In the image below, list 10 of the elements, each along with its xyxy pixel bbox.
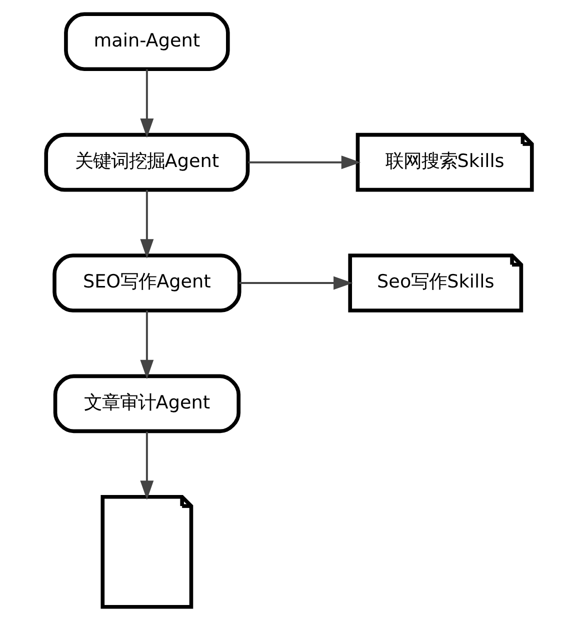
arrow [248,156,361,170]
arrow [140,310,154,380]
node-box: main-Agent [64,12,230,72]
node-box: 文章审计Agent [53,374,240,434]
arrow [239,276,353,290]
arrow [140,69,154,138]
node-box: 关键词挖掘Agent [44,132,250,192]
node-box: SEO写作Agent [52,254,242,312]
arrow [140,432,154,500]
arrow [140,190,154,258]
